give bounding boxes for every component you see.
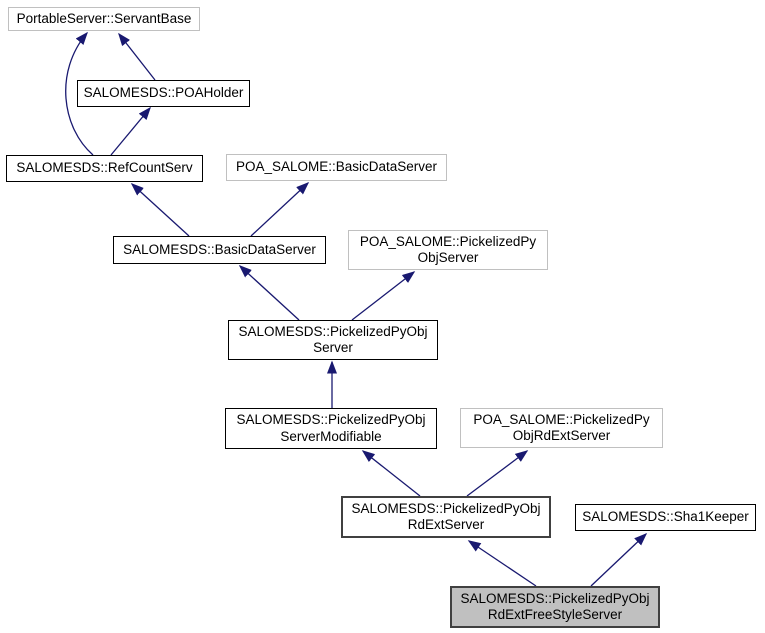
edge-rdextserver-to-poa-pickelizedpyobjrdextserver — [466, 450, 529, 497]
edge-basicdataserver-to-poa-basicdataserver — [250, 181, 310, 237]
edge-refcountserv-to-poaholder — [110, 106, 151, 156]
edge-pickelizedpyobjserver-to-poa-pickelizedpyobjserver — [351, 271, 416, 321]
class-node-salomesds-sha1keeper[interactable]: SALOMESDS::Sha1Keeper — [575, 504, 756, 531]
class-label: SALOMESDS::PickelizedPyObj — [460, 590, 650, 606]
class-label: RdExtFreeStyleServer — [487, 607, 623, 622]
class-node-salomesds-poaholder[interactable]: SALOMESDS::POAHolder — [77, 80, 250, 107]
class-label: SALOMESDS::PickelizedPyObj — [351, 500, 541, 516]
class-node-salomesds-pickelizedpyobjrdextserver[interactable]: SALOMESDS::PickelizedPyObj RdExtServer — [341, 496, 551, 538]
class-node-salomesds-pickelizedpyobjserver[interactable]: SALOMESDS::PickelizedPyObj Server — [228, 320, 438, 360]
class-label: RdExtServer — [407, 517, 485, 532]
class-node-portableserver-servantbase: PortableServer::ServantBase — [8, 7, 200, 31]
class-label: ObjServer — [417, 250, 479, 265]
class-label: Server — [313, 340, 353, 355]
class-node-salomesds-pickelizedpyobjrdextfreestyleserver: SALOMESDS::PickelizedPyObj RdExtFreeStyl… — [450, 586, 660, 628]
edge-freestyleserver-to-rdextserver — [467, 540, 537, 587]
edge-freestyleserver-to-sha1keeper — [590, 532, 648, 587]
class-label: ServerModifiable — [280, 428, 382, 444]
class-node-poa-salome-basicdataserver: POA_SALOME::BasicDataServer — [226, 154, 447, 181]
class-label: SALOMESDS::Sha1Keeper — [582, 509, 749, 525]
class-label: SALOMESDS::PickelizedPyObj — [238, 323, 428, 339]
edge-poaholder-to-servantbase — [118, 32, 156, 81]
edge-refcountserv-to-servantbase — [65, 31, 94, 156]
class-label: SALOMESDS::BasicDataServer — [123, 241, 316, 257]
class-node-poa-salome-pickelizedpyobjserver: POA_SALOME::PickelizedPy ObjServer — [348, 230, 548, 270]
class-label: ObjRdExtServer — [512, 428, 611, 443]
class-node-salomesds-pickelizedpyobjservermodifiable[interactable]: SALOMESDS::PickelizedPyObj ServerModifia… — [225, 408, 437, 449]
edge-rdextserver-to-servermodifiable — [361, 450, 421, 497]
class-label: POA_SALOME::PickelizedPy — [473, 411, 650, 427]
edge-basicdataserver-to-refcountserv — [130, 182, 190, 237]
class-label: POA_SALOME::PickelizedPy — [359, 233, 537, 249]
class-label: POA_SALOME::BasicDataServer — [235, 159, 438, 175]
class-label: PortableServer::ServantBase — [16, 10, 192, 26]
class-label: SALOMESDS::POAHolder — [83, 85, 244, 101]
class-node-salomesds-basicdataserver[interactable]: SALOMESDS::BasicDataServer — [113, 236, 326, 264]
class-label: SALOMESDS::RefCountServ — [16, 160, 193, 176]
class-node-poa-salome-pickelizedpyobjrdextserver: POA_SALOME::PickelizedPy ObjRdExtServer — [460, 408, 663, 448]
class-node-salomesds-refcountserv[interactable]: SALOMESDS::RefCountServ — [6, 155, 203, 182]
edge-pickelizedpyobjserver-to-basicdataserver — [238, 264, 300, 321]
class-label: SALOMESDS::PickelizedPyObj — [236, 412, 426, 428]
